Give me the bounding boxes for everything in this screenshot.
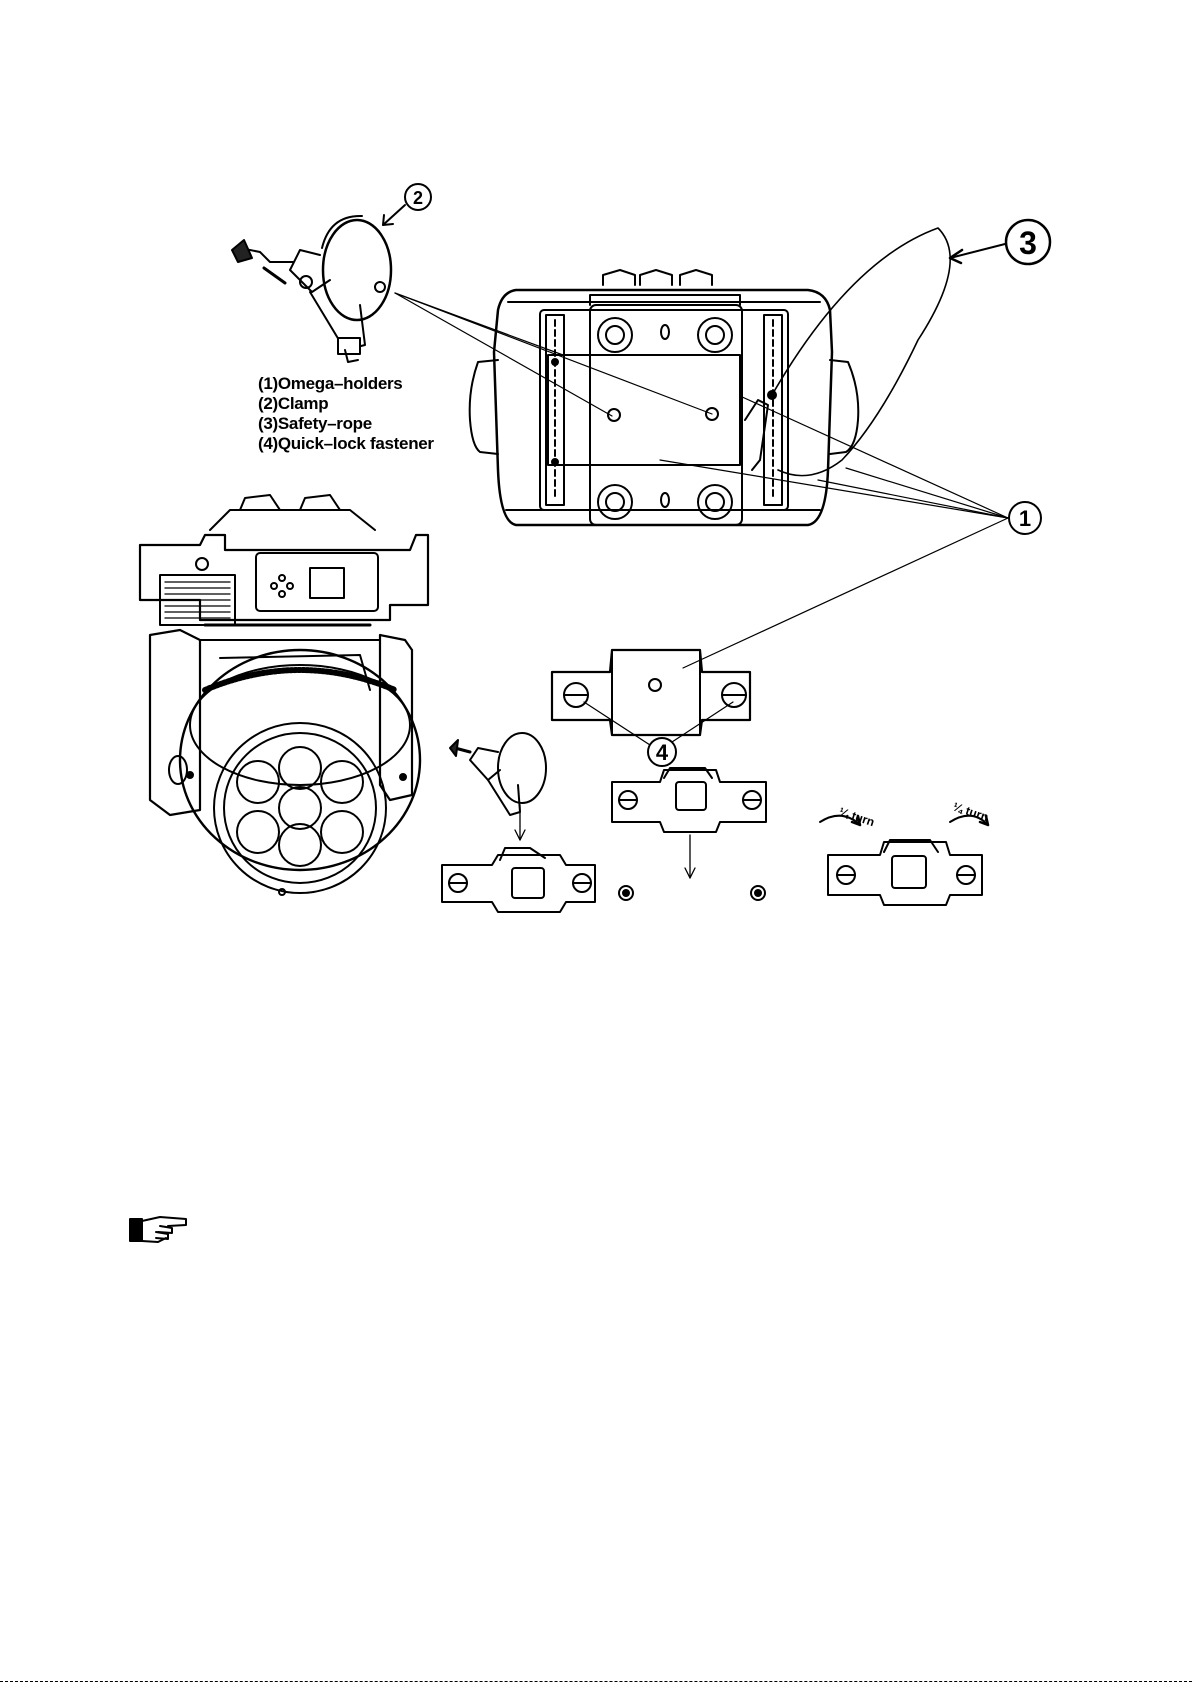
legend-item-clamp: (2)Clamp bbox=[258, 394, 434, 414]
footer-rule bbox=[0, 1681, 1192, 1682]
fixture-base-top-view bbox=[470, 270, 859, 525]
holder-with-fasteners-1 bbox=[442, 848, 595, 912]
holder-with-fasteners-2 bbox=[612, 768, 766, 900]
quarter-turn-label-left: ¼ turn bbox=[837, 805, 876, 830]
legend-item-omega-holders: (1)Omega–holders bbox=[258, 374, 434, 394]
omega-holder bbox=[552, 650, 750, 735]
leader-lines-omega bbox=[660, 396, 1008, 668]
safety-rope bbox=[772, 228, 950, 476]
clamp-small bbox=[450, 733, 546, 840]
clamp-drawing bbox=[232, 216, 391, 362]
callout-3-label: 3 bbox=[1019, 225, 1037, 261]
callout-2-label: 2 bbox=[413, 188, 423, 208]
moving-head-fixture bbox=[140, 495, 428, 895]
callout-2: 2 bbox=[383, 184, 431, 225]
callout-4-label: 4 bbox=[656, 740, 669, 765]
callout-3: 3 bbox=[950, 220, 1050, 264]
callout-1-label: 1 bbox=[1019, 506, 1031, 531]
legend-item-quick-lock-fastener: (4)Quick–lock fastener bbox=[258, 434, 434, 454]
legend-item-safety-rope: (3)Safety–rope bbox=[258, 414, 434, 434]
quarter-turn-label-right: ¼ turn bbox=[951, 800, 990, 825]
holder-quarter-turn: ¼ turn ¼ turn bbox=[820, 800, 990, 905]
legend: (1)Omega–holders (2)Clamp (3)Safety–rope… bbox=[258, 374, 434, 454]
pointing-hand-icon bbox=[130, 1217, 186, 1242]
callout-1: 1 bbox=[1009, 502, 1041, 534]
